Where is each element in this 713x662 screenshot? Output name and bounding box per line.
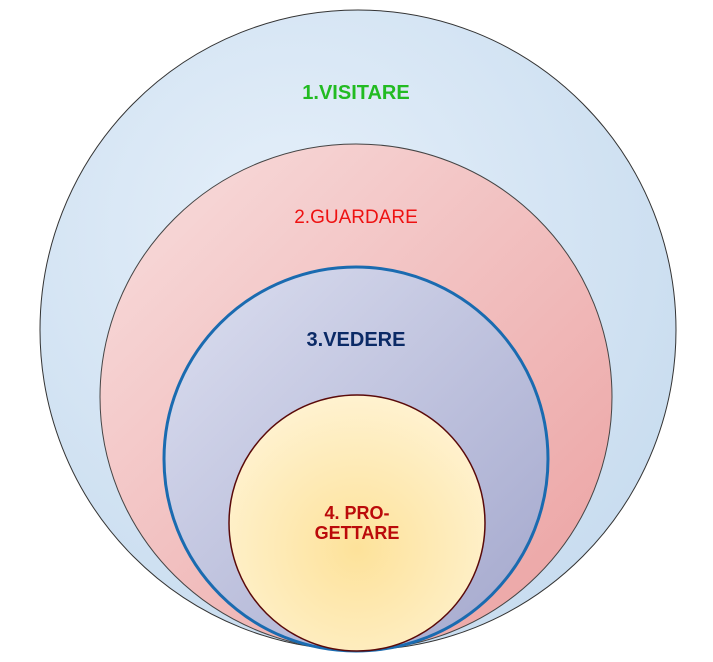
- label-progettare-line1: 4. PRO-: [324, 503, 389, 523]
- label-guardare: 2.GUARDARE: [294, 207, 418, 228]
- label-vedere: 3.VEDERE: [307, 329, 406, 351]
- label-progettare-line2: GETTARE: [315, 523, 400, 543]
- label-visitare: 1.VISITARE: [302, 82, 409, 104]
- circle-progettare: 4. PRO- GETTARE: [228, 394, 486, 652]
